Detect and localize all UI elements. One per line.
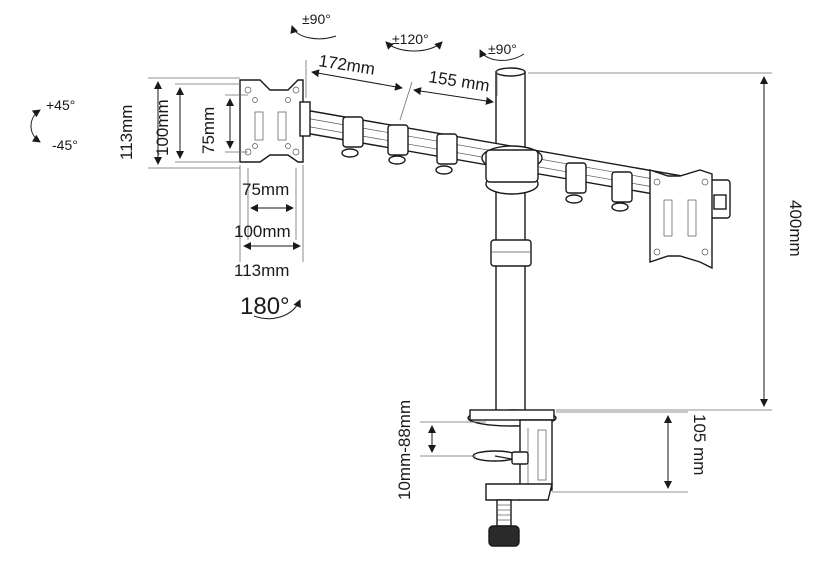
pole-height-dimension — [528, 72, 772, 411]
vesa-height-dimensions — [148, 77, 248, 169]
vesa-width-75-label: 75mm — [242, 180, 289, 199]
desk-clamp — [467, 409, 557, 547]
vesa-width-113-label: 113mm — [234, 261, 289, 280]
clamp-range-label: 10mm-88mm — [395, 400, 414, 500]
vesa-height-113-label: 113mm — [117, 105, 136, 160]
vesa-plate-right — [649, 169, 713, 270]
swivel-arrow-right-icon — [479, 49, 525, 61]
pole — [490, 67, 532, 418]
tilt-down-label: -45° — [52, 137, 78, 153]
rotation-label: 180° — [240, 293, 290, 320]
vesa-width-dimensions — [239, 165, 304, 262]
vesa-height-100-label: 100mm — [153, 99, 172, 156]
pole-height-label: 400mm — [786, 200, 805, 257]
swivel-arrow-left-icon — [290, 25, 337, 40]
tilt-up-label: +45° — [46, 97, 75, 113]
swivel-arrow-center-icon — [385, 41, 443, 52]
arm-length-dimensions — [305, 60, 498, 121]
vesa-height-75-label: 75mm — [199, 107, 218, 154]
arm — [304, 109, 731, 219]
swivel-center-label: ±120° — [392, 31, 429, 47]
swivel-right-label: ±90° — [488, 41, 517, 57]
arm-inner-length-label: 155 mm — [427, 67, 491, 95]
clamp-height-label: 105 mm — [690, 414, 709, 475]
tilt-arrow-icon — [30, 109, 41, 143]
swivel-left-label: ±90° — [302, 11, 331, 27]
vesa-plate-left — [239, 79, 311, 163]
vesa-width-100-label: 100mm — [234, 222, 291, 241]
clamp-height-dimension — [552, 411, 688, 493]
rotation-arrow-icon — [253, 299, 301, 320]
clamp-range-dimension — [420, 421, 486, 457]
